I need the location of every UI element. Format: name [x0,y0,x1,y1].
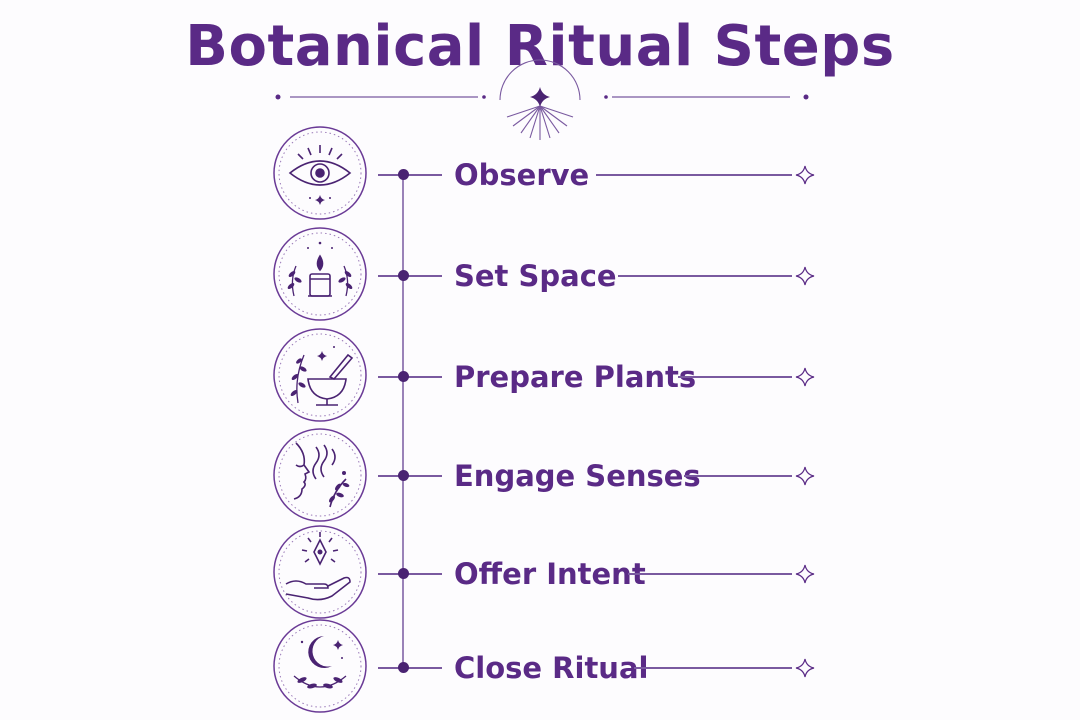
medallion-close-ritual [273,619,367,713]
sparkle-icon [530,87,550,107]
medallion-engage-senses [273,428,367,522]
mortar-pestle-icon [307,353,354,406]
sparkle-icon [795,165,815,185]
hand-offering-icon [285,532,351,601]
step-trail-line [684,475,792,477]
step-connector [378,667,442,669]
title-divider [275,59,809,140]
sparkle-icon [795,658,815,678]
step-label: Engage Senses [454,459,701,493]
step-label: Prepare Plants [454,360,697,394]
sparkle-icon [795,266,815,286]
step-connector [378,573,442,575]
step-connector [378,275,442,277]
step-node [398,169,409,180]
step-node [398,470,409,481]
step-trail-line [678,376,792,378]
face-scent-icon [293,442,347,508]
step-connector [378,174,442,176]
step-trail-line [628,573,792,575]
step-connector [378,475,442,477]
page-title: Botanical Ritual Steps [185,14,895,79]
crescent-moon-icon [308,636,332,668]
medallion-offer-intent [273,525,367,619]
step-offer-intent: Offer Intent [370,554,830,594]
step-close-ritual: Close Ritual [370,648,830,688]
candle-icon [308,254,332,297]
step-connector [378,376,442,378]
sparkle-icon [795,564,815,584]
step-observe: Observe [370,155,830,195]
step-node [398,371,409,382]
eye-icon [288,145,352,186]
step-node [398,662,409,673]
medallion-prepare-plants [273,328,367,422]
step-node [398,568,409,579]
step-prepare-plants: Prepare Plants [370,357,830,397]
step-set-space: Set Space [370,256,830,296]
step-trail-line [618,275,792,277]
step-node [398,270,409,281]
medallion-set-space [273,227,367,321]
step-engage-senses: Engage Senses [370,456,830,496]
sparkle-icon [795,367,815,387]
step-trail-line [596,174,792,176]
sunburst-icon [499,59,581,140]
medallion-observe [273,126,367,220]
step-label: Set Space [454,259,617,293]
step-label: Close Ritual [454,651,649,685]
step-label: Offer Intent [454,557,646,591]
step-trail-line [634,667,792,669]
sparkle-icon [795,466,815,486]
step-label: Observe [454,158,590,192]
